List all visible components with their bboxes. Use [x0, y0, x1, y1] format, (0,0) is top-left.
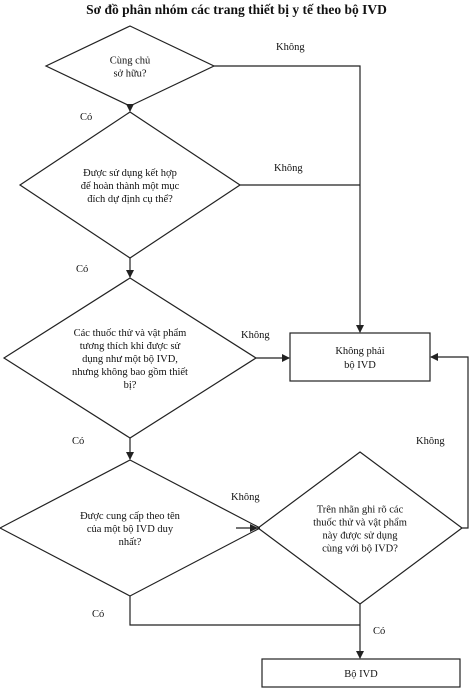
label-d1-yes: Có — [80, 112, 92, 123]
node-text-d3-line-5: bị? — [124, 380, 137, 391]
label-d5-no: Không — [416, 436, 445, 447]
node-text-d3-line-4: nhưng không bao gồm thiết — [72, 367, 188, 378]
label-d3-yes: Có — [72, 436, 84, 447]
node-text-d5-line-3: này được sử dụng — [323, 531, 399, 542]
edge-d4-yes — [129, 596, 360, 626]
node-text-d4-line-3: nhất? — [119, 537, 142, 548]
label-d3-no: Không — [241, 330, 270, 341]
diagram-title: Sơ đồ phân nhóm các trang thiết bị y tế … — [86, 2, 387, 17]
label-d4-no: Không — [231, 492, 260, 503]
node-text-d5-line-1: Trên nhãn ghi rõ các — [317, 505, 404, 516]
edge-d1-no — [214, 65, 364, 333]
node-text-d2-line-2: để hoàn thành một mục — [81, 181, 180, 192]
node-text-d5-line-2: thuốc thử và vật phẩm — [313, 518, 407, 529]
node-text-d1-line-2: sở hữu? — [113, 69, 146, 80]
label-d5-yes: Có — [373, 626, 385, 637]
box-ivd — [261, 658, 461, 688]
node-text-d4-line-2: của một bộ IVD duy — [87, 524, 174, 535]
node-text-d5-line-4: cùng với bộ IVD? — [322, 544, 398, 555]
node-text-d3-line-2: tương thích khi được sử — [80, 341, 181, 352]
node-text-not-ivd-line-1: Không phải — [335, 346, 384, 357]
label-d2-no: Không — [274, 163, 303, 174]
node-text-ivd-line-1: Bộ IVD — [344, 669, 378, 680]
node-text-d2-line-3: đích dự định cụ thể? — [87, 194, 173, 205]
label-d1-no: Không — [276, 42, 305, 53]
node-text-d4-line-1: Được cung cấp theo tên — [80, 511, 181, 522]
edge-d5-no — [430, 353, 469, 529]
node-text-d2-line-1: Được sử dụng kết hợp — [83, 168, 177, 179]
label-d2-yes: Có — [76, 264, 88, 275]
label-d4-yes: Có — [92, 609, 104, 620]
node-text-d3-line-1: Các thuốc thử và vật phẩm — [74, 328, 187, 339]
node-text-d3-line-3: dụng như một bộ IVD, — [82, 354, 178, 365]
node-text-d1-line-1: Cùng chủ — [110, 56, 151, 67]
node-text-not-ivd-line-2: bộ IVD — [344, 360, 376, 371]
box-not-ivd — [289, 332, 431, 382]
